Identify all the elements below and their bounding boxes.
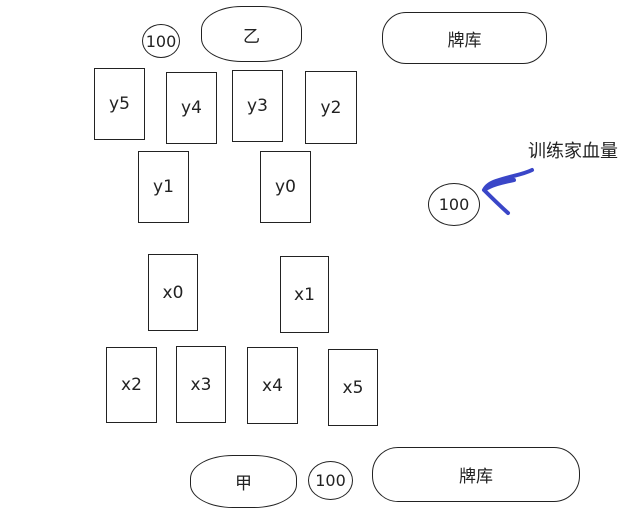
top-deck-button[interactable]: 牌库 xyxy=(382,12,547,64)
bottom-player-hp: 100 xyxy=(308,461,353,500)
card-x2[interactable]: x2 xyxy=(106,347,157,423)
bottom-player-hp-value: 100 xyxy=(315,471,346,490)
card-x5[interactable]: x5 xyxy=(328,349,378,426)
trainer-hp-annotation: 训练家血量 xyxy=(528,141,618,162)
trainer-hp: 100 xyxy=(428,183,480,226)
bottom-deck-button[interactable]: 牌库 xyxy=(372,447,580,502)
top-player-hp-value: 100 xyxy=(145,31,177,51)
card-y5-label: y5 xyxy=(109,94,130,114)
card-y4-label: y4 xyxy=(181,98,202,118)
card-x1-label: x1 xyxy=(294,284,315,305)
top-deck-label: 牌库 xyxy=(447,30,482,51)
card-y1[interactable]: y1 xyxy=(138,151,189,223)
card-y2[interactable]: y2 xyxy=(305,71,357,144)
card-x0-label: x0 xyxy=(162,282,184,303)
trainer-hp-value: 100 xyxy=(438,195,470,214)
top-player-name[interactable]: 乙 xyxy=(201,6,302,62)
card-x2-label: x2 xyxy=(121,375,142,395)
card-y0-label: y0 xyxy=(275,177,296,197)
card-y3[interactable]: y3 xyxy=(232,70,283,142)
top-player-label: 乙 xyxy=(243,26,260,47)
card-y2-label: y2 xyxy=(320,97,342,118)
card-x4-label: x4 xyxy=(262,375,283,396)
bottom-player-label: 甲 xyxy=(235,474,252,494)
card-y0[interactable]: y0 xyxy=(260,151,311,223)
card-x4[interactable]: x4 xyxy=(247,347,298,424)
top-player-hp: 100 xyxy=(142,24,180,58)
card-x3-label: x3 xyxy=(190,374,212,395)
bottom-deck-label: 牌库 xyxy=(459,467,493,487)
card-x3[interactable]: x3 xyxy=(176,346,226,423)
card-y3-label: y3 xyxy=(247,96,268,116)
card-x0[interactable]: x0 xyxy=(148,254,198,331)
bottom-player-name[interactable]: 甲 xyxy=(190,455,297,508)
card-y1-label: y1 xyxy=(153,177,174,197)
card-x1[interactable]: x1 xyxy=(280,256,329,333)
card-y4[interactable]: y4 xyxy=(166,72,217,144)
card-y5[interactable]: y5 xyxy=(94,68,145,140)
card-x5-label: x5 xyxy=(342,377,364,398)
